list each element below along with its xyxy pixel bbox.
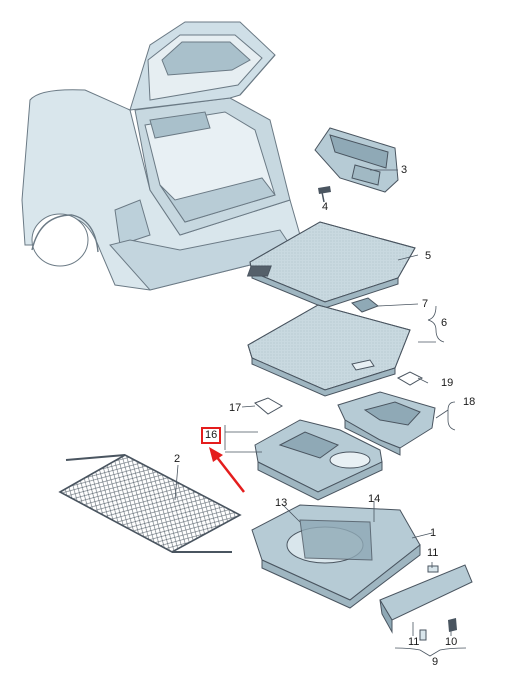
part-6-floor-panel — [247, 304, 411, 397]
part-2-cargo-net — [58, 454, 242, 553]
callout-13: 13 — [275, 497, 288, 509]
part-17-lid — [254, 397, 284, 415]
gas-strut — [239, 54, 276, 96]
callout-11-lower: 11 — [408, 636, 420, 648]
callout-19: 19 — [441, 377, 454, 389]
part-7-cover — [351, 297, 379, 313]
callout-5: 5 — [425, 250, 432, 262]
callout-7: 7 — [422, 298, 429, 310]
part-19-insert — [396, 371, 424, 386]
part-11-clips — [419, 565, 439, 641]
callout-6: 6 — [441, 317, 448, 329]
callout-3: 3 — [401, 164, 408, 176]
part-1-spare-wheel-tray — [251, 504, 421, 609]
callout-2: 2 — [174, 453, 181, 465]
callout-11-upper: 11 — [427, 547, 439, 559]
part-9-sill-trim — [379, 564, 473, 634]
part-4-screw — [318, 186, 331, 203]
callout-18: 18 — [463, 396, 476, 408]
callout-1: 1 — [430, 527, 437, 539]
callout-10: 10 — [445, 636, 458, 648]
callout-4: 4 — [322, 201, 329, 213]
part-16-storage-box — [254, 419, 383, 501]
part-18-storage-tray — [337, 391, 436, 456]
callout-14: 14 — [368, 493, 381, 505]
callout-16-highlighted: 16 — [201, 427, 222, 444]
leader-lines — [174, 169, 467, 657]
callout-17: 17 — [229, 402, 242, 414]
car-rear-illustration — [21, 21, 301, 291]
callout-9: 9 — [432, 656, 439, 668]
part-3-side-bracket — [314, 127, 399, 193]
red-pointer-arrow — [209, 447, 245, 493]
part-5-loading-floor — [246, 221, 416, 309]
part-10-clip — [448, 618, 457, 632]
